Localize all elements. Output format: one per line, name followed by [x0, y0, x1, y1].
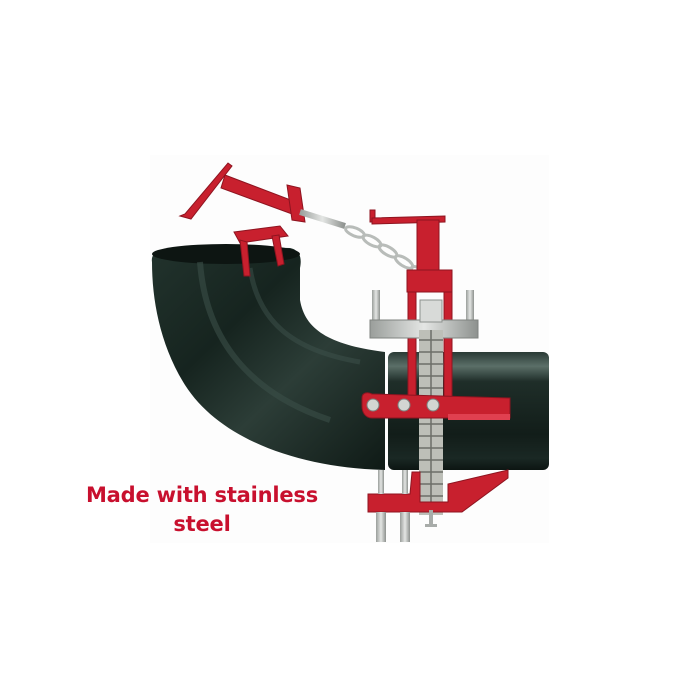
caption-text: Made with stainless steel	[84, 481, 320, 539]
steel-clamp-bar	[369, 290, 479, 339]
elbow-pipe	[151, 244, 385, 470]
middle-clamp-bar	[361, 392, 511, 420]
right-jack-arm	[369, 209, 453, 403]
caption-line-2: steel	[173, 512, 231, 536]
roller-chain	[419, 330, 443, 515]
caption-line-1: Made with stainless	[85, 483, 319, 507]
bottom-clamp	[367, 469, 509, 542]
